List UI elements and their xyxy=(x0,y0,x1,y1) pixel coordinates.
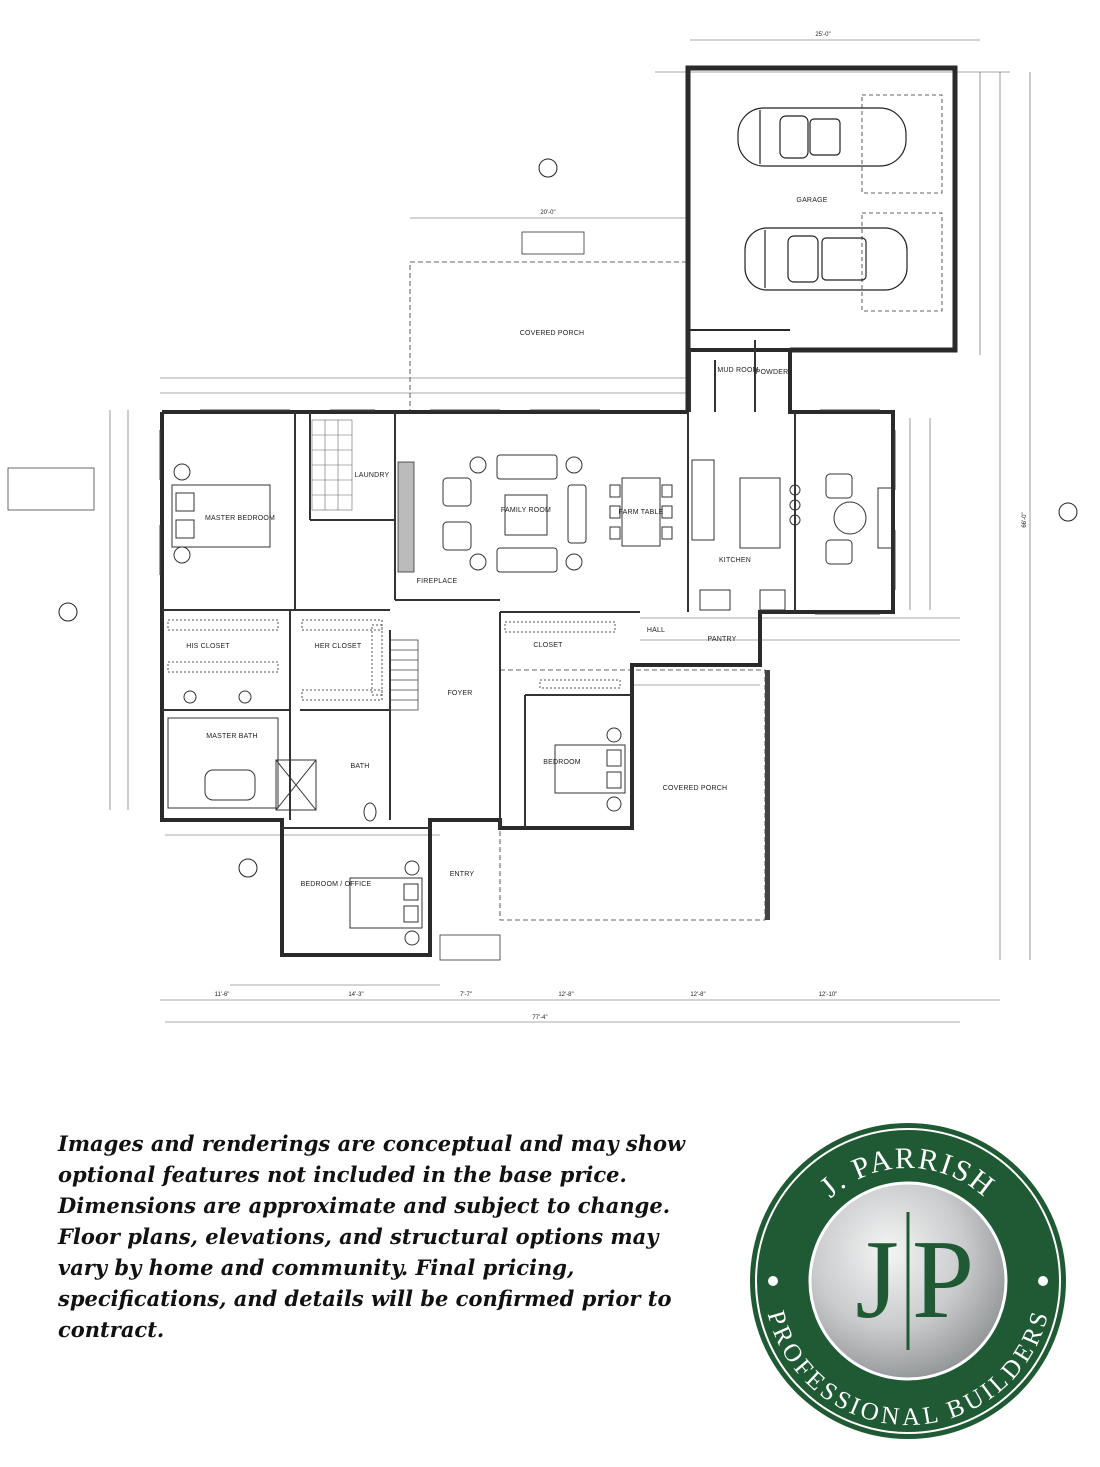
stairs xyxy=(389,639,419,711)
label-mud-room: MUD ROOM xyxy=(717,367,758,374)
dim-porch-width: 20'-0" xyxy=(540,210,555,216)
entry-steps xyxy=(439,934,501,961)
label-his-closet: HIS CLOSET xyxy=(186,643,230,650)
label-kitchen: KITCHEN xyxy=(719,557,751,564)
label-powder: POWDER xyxy=(756,369,789,376)
garage-walls xyxy=(685,65,958,410)
dim-bottom-6: 12'-10" xyxy=(819,992,838,998)
car-top xyxy=(737,107,907,167)
label-fireplace: FIREPLACE xyxy=(417,578,458,585)
dim-bottom-2: 14'-3" xyxy=(348,992,363,998)
logo-dot-left xyxy=(768,1276,778,1286)
window-marks xyxy=(159,409,896,615)
disclaimer-text: Images and renderings are conceptual and… xyxy=(58,1131,686,1342)
label-covered-porch-side: COVERED PORCH xyxy=(663,785,727,792)
label-her-closet: HER CLOSET xyxy=(315,643,362,650)
dim-overall-width: 77'-4" xyxy=(532,1015,547,1021)
laundry-tile xyxy=(311,419,353,511)
label-entry: ENTRY xyxy=(450,871,475,878)
logo-monogram-j: J xyxy=(855,1218,899,1342)
exterior-walls xyxy=(160,348,895,957)
bedroom-bed xyxy=(554,727,626,812)
office-bed xyxy=(349,860,423,946)
label-master-bath: MASTER BATH xyxy=(206,733,257,740)
kitchen-casework xyxy=(691,459,893,611)
label-foyer: FOYER xyxy=(447,690,472,697)
master-bed xyxy=(171,463,271,564)
dim-bottom-3: 7'-7" xyxy=(460,992,472,998)
interior-walls xyxy=(162,340,796,829)
chimney xyxy=(521,231,585,255)
section-markers xyxy=(58,158,1078,878)
label-master-bedroom: MASTER BEDROOM xyxy=(205,515,275,522)
company-logo: J. PARRISH PROFESSIONAL BUILDERS J P xyxy=(750,1123,1066,1439)
label-bath: BATH xyxy=(351,763,370,770)
label-pantry: PANTRY xyxy=(708,636,737,643)
side-porch-wall xyxy=(765,670,770,920)
family-furniture xyxy=(442,454,673,573)
car-bottom xyxy=(744,227,908,291)
dimension-lines xyxy=(109,39,1031,1023)
dim-overall-depth: 66'-0" xyxy=(1022,512,1028,527)
note-box xyxy=(7,467,95,511)
closet-shelves xyxy=(167,619,621,701)
floor-plan: GARAGE COVERED PORCH COVERED PORCH MASTE… xyxy=(7,32,1078,1023)
label-family-room: FAMILY ROOM xyxy=(501,507,551,514)
logo-monogram-p: P xyxy=(912,1218,974,1342)
label-closet: CLOSET xyxy=(533,642,563,649)
logo-dot-right xyxy=(1038,1276,1048,1286)
rear-porch-outline xyxy=(409,261,689,413)
garage-door-1 xyxy=(861,94,943,194)
dim-bottom-1: 11'-6" xyxy=(215,992,230,998)
dim-bottom-4: 12'-8" xyxy=(558,992,573,998)
side-porch-outline xyxy=(499,669,766,921)
label-garage: GARAGE xyxy=(796,197,827,204)
master-bath-fixtures xyxy=(167,690,377,822)
label-bedroom-office: BEDROOM / OFFICE xyxy=(301,881,372,888)
dim-garage-width: 25'-0" xyxy=(815,32,830,38)
label-covered-porch-rear: COVERED PORCH xyxy=(520,330,584,337)
label-laundry: LAUNDRY xyxy=(355,472,390,479)
label-bedroom: BEDROOM xyxy=(543,759,581,766)
garage-door-2 xyxy=(861,212,943,312)
dim-bottom-5: 12'-8" xyxy=(690,992,705,998)
fireplace-hearth xyxy=(397,461,415,573)
label-farm-table: FARM TABLE xyxy=(619,509,664,516)
label-hall: HALL xyxy=(647,627,665,634)
